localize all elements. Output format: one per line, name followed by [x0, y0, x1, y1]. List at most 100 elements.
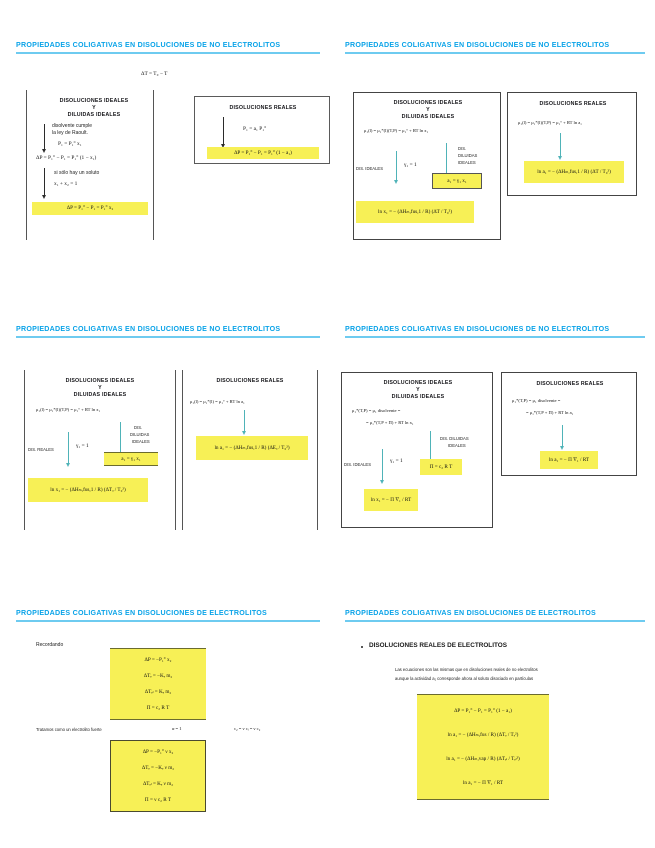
slide-4-right-result-box: ln a₁ = − Π V̅₁ / RT — [540, 450, 598, 469]
slide-3-left-panel: DISOLUCIONES IDEALES Y DILUIDAS IDEALES … — [24, 369, 176, 530]
slide-2: PROPIEDADES COLIGATIVAS EN DISOLUCIONES … — [345, 40, 645, 290]
slide-3-right-main-equation: μ₁(l) = μ₁*(l) = μ₁° + RT ln a₁ — [190, 398, 245, 404]
slide-6-box: ΔP = P₁° − P₁ = P₁° (1 − a₁) ln a₁ = − (… — [417, 693, 549, 800]
slide-2-left-main-equation: μ₁(l) = μ₁*(l)(T,P) = μ₁° + RT ln x₁ — [364, 127, 429, 133]
slide-5-label-top: Recordando — [36, 641, 64, 648]
slide-6-box-line-2: ln a₁ = − (ΔHₘ,fus / R) (ΔTₑ / Tₑ²) — [447, 731, 519, 738]
slide-2-left-heading-1: DISOLUCIONES IDEALES — [393, 99, 463, 106]
slide-3-right-heading: DISOLUCIONES REALES — [216, 377, 284, 384]
slide-4-rule — [345, 336, 645, 338]
slide-5-label-mid-equation-1: α = 1 — [172, 725, 182, 731]
slide-2-right-result-box: ln a₁ = − (ΔHₘ,fus,1 / R) (ΔT / T₀²) — [524, 160, 624, 183]
slide-3-right-result-box: ln a₁ = − (ΔHₘ,fus,1 / R) (ΔEₐ / T₀²) — [196, 435, 308, 460]
slide-6-bullet-label: DISOLUCIONES REALES DE ELECTROLITOS — [369, 641, 508, 649]
slide-1-left-panel-right-rule — [153, 89, 154, 240]
slide-1-right-heading: DISOLUCIONES REALES — [229, 104, 297, 111]
slide-4-left-arrow-left — [379, 448, 385, 484]
slide-6: PROPIEDADES COLIGATIVAS EN DISOLUCIONES … — [345, 608, 645, 828]
slide-6-body: DISOLUCIONES REALES DE ELECTROLITOS Las … — [345, 622, 645, 822]
slide-4-title: PROPIEDADES COLIGATIVAS EN DISOLUCIONES … — [345, 325, 610, 333]
slide-6-title: PROPIEDADES COLIGATIVAS EN DISOLUCIONES … — [345, 609, 597, 617]
slide-3-left-heading-2: Y — [98, 384, 102, 391]
slide-1-left-note2: si sólo hay un soluto — [54, 169, 100, 176]
slide-1-left-note1-equation: P₁ = P₁° x₁ — [58, 140, 82, 147]
slide-6-box-line-4: ln a₁ = − Π V̅₁ / RT — [462, 779, 504, 786]
slide-1-left-note2-equation: x₁ + x₂ = 1 — [54, 180, 78, 187]
slide-3-left-result: ln x₁ = − (ΔHₘ,fus,1 / R) (ΔTₐ / T₀²) — [50, 486, 126, 493]
slide-3-left-result-box: ln x₁ = − (ΔHₘ,fus,1 / R) (ΔTₐ / T₀²) — [28, 477, 148, 502]
slide-2-left-result: ln x₁ = − (ΔHₘ,fus,1 / R) (ΔT / T₀²) — [378, 208, 452, 215]
slide-4-left-equation-line-1: μ₁*(T,P) = μ₁ disolvente = — [352, 407, 401, 413]
slide-1-left-panel: DISOLUCIONES IDEALES Y DILUIDAS IDEALES … — [26, 89, 154, 240]
slide-1-right-result: ΔP = P₁° − P₁ = P₁° (1 − a₁) — [234, 149, 292, 156]
slide-5: PROPIEDADES COLIGATIVAS EN DISOLUCIONES … — [16, 608, 320, 828]
slide-4-left-panel: DISOLUCIONES IDEALES Y DILUIDAS IDEALES … — [341, 371, 493, 528]
slide-3-left-main-equation: μ₁(l) = μ₁*(l)(T,P) = μ₁° + RT ln x₁ — [36, 406, 101, 412]
slide-2-body: DISOLUCIONES IDEALES Y DILUIDAS IDEALES … — [345, 54, 645, 286]
slide-3-rule — [16, 336, 320, 338]
slide-5-label-mid: Tratamos como un electrolito fuerte — [36, 726, 102, 732]
slide-2-left-side-label: DIS. IDEALES — [356, 165, 383, 171]
slide-1-left-panel-left-rule — [26, 89, 27, 240]
slide-5-box-bottom-line-2: ΔTₑ = −Kₑ ν m₂ — [141, 764, 175, 771]
slide-5-box-top-line-4: Π = c₂ R T — [146, 704, 170, 711]
slide-4-right-result: ln a₁ = − Π V̅₁ / RT — [548, 456, 590, 463]
slide-3-right-panel-left-rule — [182, 369, 183, 530]
slide-3-left-panel-left-rule — [24, 369, 25, 530]
slide-5-box-top-line-1: ΔP = −P₁° x₂ — [144, 656, 172, 663]
slide-3-right-panel-right-rule — [317, 369, 318, 530]
slide-3-left-arrow-right — [117, 421, 123, 459]
slide-2-left-right-label-1: DIS. — [458, 145, 467, 151]
slide-2-left-right-label-2: DILUIDAS — [458, 152, 478, 158]
slide-3-left-panel-right-rule — [175, 369, 176, 530]
slide-2-right-heading: DISOLUCIONES REALES — [539, 100, 607, 107]
slide-2-rule — [345, 52, 645, 54]
slide-4-right-arrow — [559, 424, 565, 450]
slide-2-left-panel: DISOLUCIONES IDEALES Y DILUIDAS IDEALES … — [353, 91, 501, 240]
slide-6-rule — [345, 620, 645, 622]
slide-2-left-condition: γ₁ = 1 — [404, 161, 417, 168]
slide-4-left-arrow-right — [427, 430, 433, 464]
slide-4-left-condition: γ₁ = 1 — [390, 457, 403, 464]
slide-1-right-arrow — [220, 116, 226, 148]
slide-4-left-heading-2: Y — [416, 386, 420, 393]
slide-5-box-bottom-line-3: ΔTₑₗ = Kₑ ν m₂ — [142, 780, 174, 787]
slide-4: PROPIEDADES COLIGATIVAS EN DISOLUCIONES … — [341, 324, 645, 574]
slide-2-left-box-right: a₁ = γ₁ x₁ — [432, 172, 482, 189]
slide-4-left-heading-3: DILUIDAS IDEALES — [391, 393, 445, 400]
slide-4-left-equation-line-2: = μ₁*(T,P + Π) + RT ln x₁ — [366, 419, 414, 425]
slide-3-left-right-label-2: DILUIDAS — [130, 431, 150, 437]
slide-3-title: PROPIEDADES COLIGATIVAS EN DISOLUCIONES … — [16, 325, 281, 333]
slide-1-rule — [16, 52, 320, 54]
slide-2-left-heading-3: DILUIDAS IDEALES — [401, 113, 455, 120]
slide-2-left-result-box: ln x₁ = − (ΔHₘ,fus,1 / R) (ΔT / T₀²) — [356, 200, 474, 223]
slide-1-title: PROPIEDADES COLIGATIVAS EN DISOLUCIONES … — [16, 41, 281, 49]
slide-6-paragraph-line-2: aunque la actividad a₁ corresponde ahora… — [395, 675, 534, 681]
slide-4-right-heading: DISOLUCIONES REALES — [536, 380, 604, 387]
slide-3-left-arrow-left — [65, 431, 71, 467]
slide-1-top-equation: ΔT = T₀ − T — [141, 70, 168, 77]
slide-1-left-result: ΔP = P₁° − P₁ = P₁° x₂ — [66, 205, 114, 212]
slide-2-left-heading-2: Y — [426, 106, 430, 113]
slide-5-rule — [16, 620, 320, 622]
slide-1-left-main-equation: ΔP = P₁° − P₁ = P₁° (1 − x₁) — [36, 154, 97, 161]
slide-2-left-right-label-3: IDEALES — [458, 159, 476, 165]
slide-3: PROPIEDADES COLIGATIVAS EN DISOLUCIONES … — [16, 324, 320, 574]
slide-3-left-box-right: a₁ = γ₁ x₁ — [104, 451, 158, 466]
slide-3-left-right-label-3: IDEALES — [132, 438, 150, 444]
slide-3-left-heading-3: DILUIDAS IDEALES — [73, 391, 127, 398]
slide-5-box-top-line-3: ΔTₑₗ = Kₑ m₂ — [144, 688, 172, 695]
slide-1-right-result-box: ΔP = P₁° − P₁ = P₁° (1 − a₁) — [207, 146, 319, 159]
slide-3-left-heading-1: DISOLUCIONES IDEALES — [65, 377, 135, 384]
slide-1-right-panel: DISOLUCIONES REALES P₁ = a₁ P₁° ΔP = P₁°… — [194, 95, 330, 164]
slide-1-right-note: P₁ = a₁ P₁° — [243, 125, 267, 132]
slide-5-box-bottom: ΔP = −P₁° ν x₂ ΔTₑ = −Kₑ ν m₂ ΔTₑₗ = Kₑ … — [110, 739, 206, 812]
slide-4-right-equation-line-1: μ₁*(T,P) = μ₁ disolvente = — [512, 397, 561, 403]
slide-3-body: DISOLUCIONES IDEALES Y DILUIDAS IDEALES … — [16, 338, 320, 570]
slide-3-left-box-right-text: a₁ = γ₁ x₁ — [121, 455, 141, 462]
slide-1-left-heading-3: DILUIDAS IDEALES — [67, 111, 121, 118]
slide-4-left-side-label: DIS. IDEALES — [344, 461, 371, 467]
slide-2-right-result: ln a₁ = − (ΔHₘ,fus,1 / R) (ΔT / T₀²) — [537, 168, 611, 175]
slide-4-left-box-right-text: Π = c₂ R T — [429, 463, 453, 470]
slide-2-left-box-right-text: a₁ = γ₁ x₁ — [447, 177, 467, 184]
